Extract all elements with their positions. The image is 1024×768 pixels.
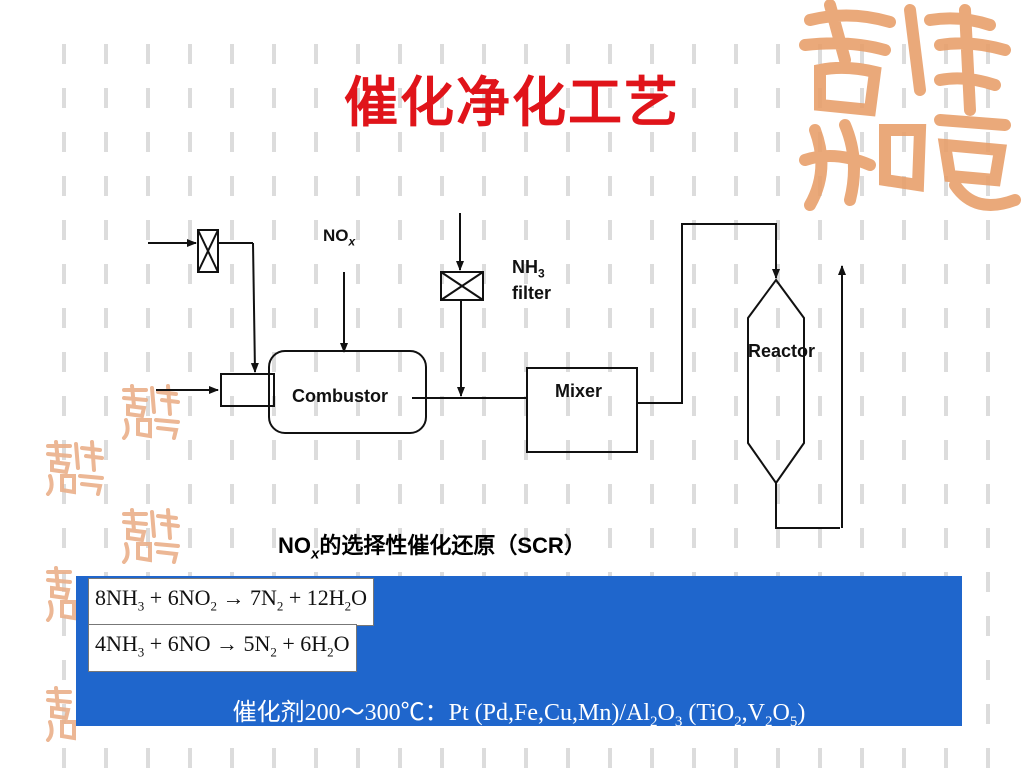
reactor-outlet-line (775, 483, 840, 529)
mixer-to-reactor-line (637, 223, 780, 404)
equation-2: 4NH3 + 6NO → 5N2 + 6H2O (88, 624, 357, 673)
equation-panel: 8NH3 + 6NO2 → 7N2 + 12H2O 4NH3 + 6NO → 5… (76, 576, 962, 730)
filter-label: filter (512, 283, 552, 303)
seal-logo-small-2 (46, 440, 104, 496)
seal-logo-small-1 (122, 384, 180, 440)
reactor-vessel (747, 278, 805, 485)
scr-caption: NOx的选择性催化还原（SCR） (278, 533, 586, 563)
seal-logo-large (799, 0, 1021, 211)
burner-box (220, 373, 275, 407)
catalyst-text: 催化剂200～300℃：Pt (Pd,Fe,Cu,Mn)/Al2O3 (TiO2… (232, 700, 806, 730)
seal-logo-small-3 (122, 508, 180, 564)
seal-logo-small-4 (46, 566, 76, 622)
reactor-label: Reactor (748, 341, 816, 361)
combustor-label: Combustor (292, 386, 388, 406)
air-to-burner-line (250, 242, 259, 373)
equation-1: 8NH3 + 6NO2 → 7N2 + 12H2O (88, 578, 375, 627)
mixer-box (526, 367, 638, 453)
nh3-label: NH3 (512, 257, 545, 281)
seal-logo-small-5 (46, 686, 76, 742)
air-valve (197, 229, 219, 273)
slide-title: 催化净化工艺 (344, 71, 680, 134)
nox-label: NOx (323, 226, 356, 249)
mixer-label: Mixer (555, 381, 603, 401)
